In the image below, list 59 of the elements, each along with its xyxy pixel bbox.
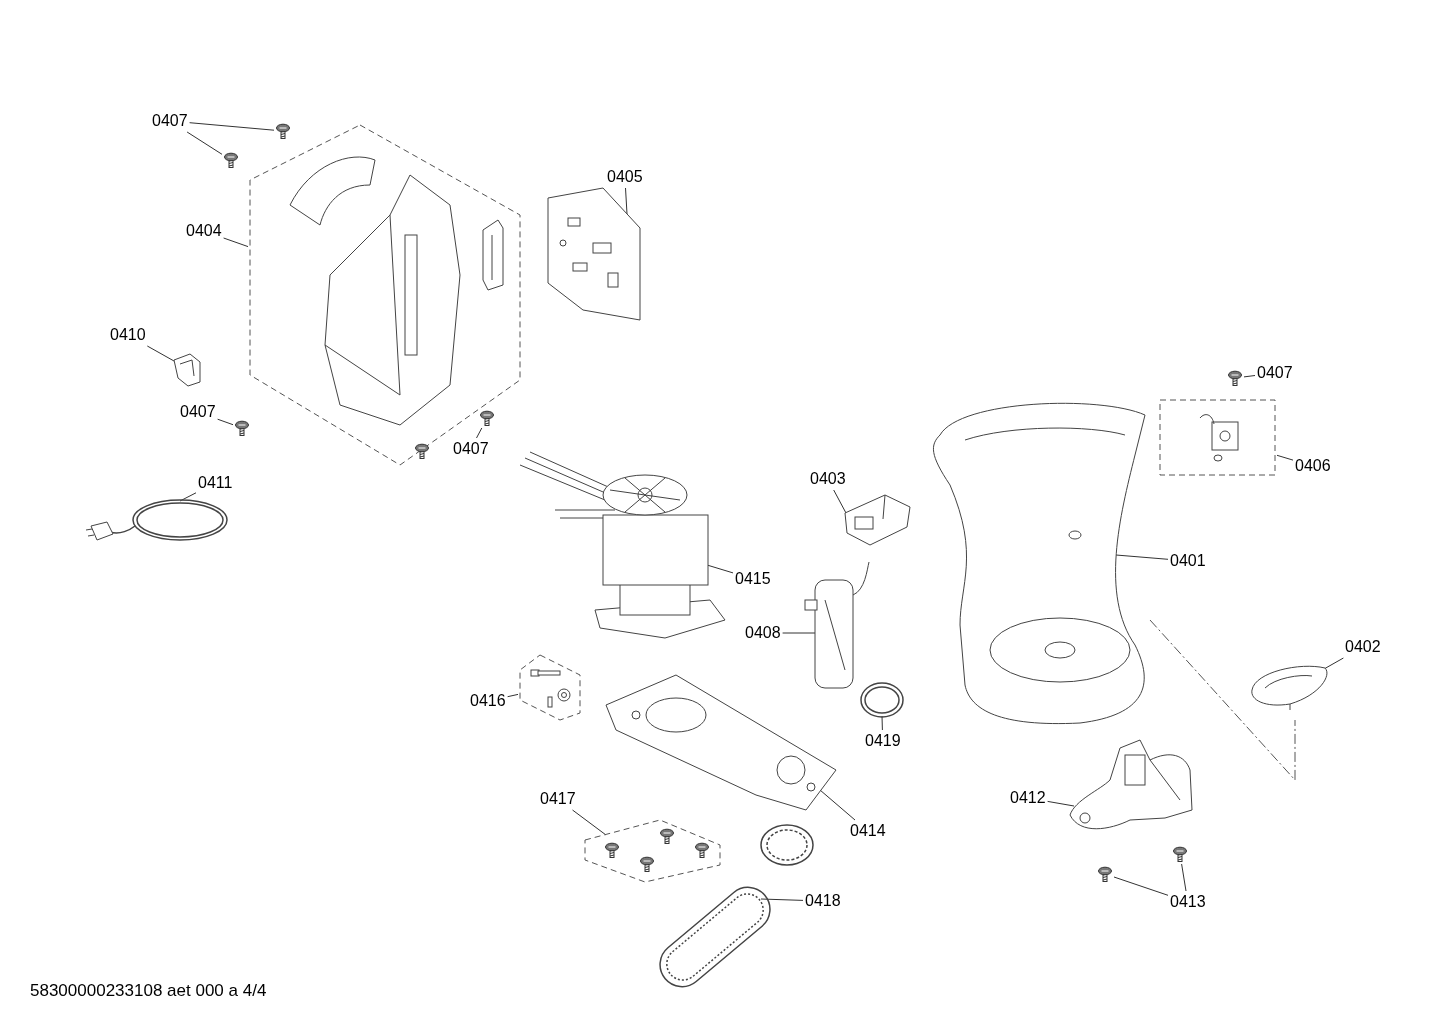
dashed-group-outline [250, 125, 520, 465]
callout-number: 0407 [453, 440, 489, 458]
screw-drawing [1228, 370, 1242, 386]
leader-line [146, 345, 175, 362]
callout-number: 0417 [540, 790, 576, 808]
callout-number: 0419 [865, 732, 901, 750]
callout-number: 0414 [850, 822, 886, 840]
leader-line [760, 898, 804, 901]
leader-line [1115, 554, 1169, 560]
screw-drawing [480, 410, 494, 426]
callout-number: 0401 [1170, 552, 1206, 570]
switch-drawing [845, 495, 910, 545]
base-plate-drawing [606, 675, 836, 810]
callout-number: 0411 [198, 474, 233, 492]
callout-number: 0415 [735, 570, 771, 588]
leader-line [881, 715, 883, 731]
screw-drawing [1098, 866, 1112, 882]
leader-line [189, 122, 275, 131]
leader-line [572, 809, 607, 836]
leader-line [507, 693, 519, 698]
callout-number: 0405 [607, 168, 643, 186]
callout-number: 0402 [1345, 638, 1381, 656]
leader-line [625, 187, 628, 215]
callout-number: 0403 [810, 470, 846, 488]
callout-number: 0407 [152, 112, 188, 130]
leader-line [1276, 454, 1294, 461]
leader-line [223, 237, 249, 248]
drawing-number: 58300000233108 aet 000 a 4/4 [30, 982, 267, 1000]
callout-number: 0404 [186, 222, 222, 240]
callout-number: 0410 [110, 326, 146, 344]
sealing-ring-drawing [860, 680, 905, 720]
dashed-group-outline [1160, 400, 1275, 475]
leader-line [1243, 375, 1256, 378]
screw-drawing [1173, 846, 1187, 862]
leader-line [1323, 657, 1344, 670]
leader-line [819, 789, 856, 821]
leader-line [1181, 863, 1187, 892]
screw-drawing [276, 123, 290, 139]
callout-number: 0406 [1295, 457, 1331, 475]
callout-number: 0418 [805, 892, 841, 910]
screw-drawing [224, 152, 238, 168]
callout-number: 0407 [1257, 364, 1293, 382]
leader-line [1047, 800, 1075, 807]
dashed-group-outline [520, 655, 580, 720]
leader-line [1113, 876, 1169, 896]
callout-number: 0413 [1170, 893, 1206, 911]
leader-line [782, 632, 817, 634]
callout-number: 0416 [470, 692, 506, 710]
callout-number: 0407 [180, 403, 216, 421]
screw-drawing [235, 420, 249, 436]
leader-line [186, 131, 223, 155]
callout-number: 0408 [745, 624, 781, 642]
dashed-group-outline [585, 820, 720, 882]
leader-line [476, 427, 483, 439]
leader-line [217, 418, 234, 426]
sensor-drawing [805, 560, 870, 690]
circuit-board-drawing [548, 188, 640, 320]
callout-number: 0412 [1010, 789, 1046, 807]
leader-line [833, 489, 847, 514]
